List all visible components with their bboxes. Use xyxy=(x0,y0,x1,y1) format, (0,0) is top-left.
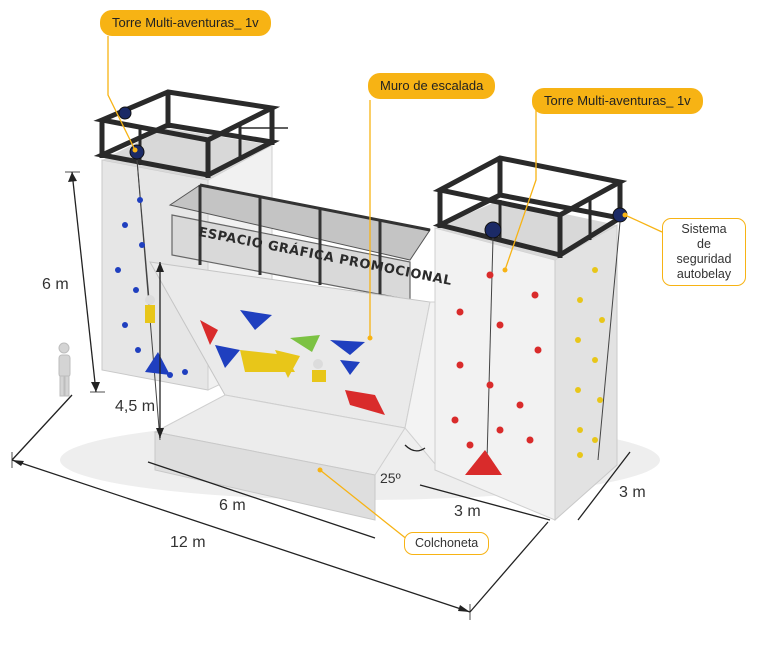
callout-tower-left: Torre Multi-aventuras_ 1v xyxy=(100,10,271,36)
dim-height-wall: 4,5 m xyxy=(115,398,156,415)
dim-total-length: 12 m xyxy=(170,534,206,551)
callout-mat: Colchoneta xyxy=(404,532,490,555)
holds-right-tower xyxy=(451,271,542,475)
holds-center-wall xyxy=(200,310,385,415)
dimension-lines xyxy=(11,171,631,620)
mat xyxy=(153,394,406,521)
callout-leaders xyxy=(107,36,663,541)
dim-mat-width: 6 m xyxy=(219,497,246,514)
autobelay-devices xyxy=(118,106,628,239)
callout-climbing-wall: Muro de escalada xyxy=(368,73,496,99)
callout-autobelay: Sistema de seguridad autobelay xyxy=(662,218,746,286)
center-frame xyxy=(168,183,431,301)
holds-right-side xyxy=(575,267,605,458)
left-tower-frame xyxy=(93,89,281,178)
climber-figures xyxy=(145,295,326,382)
holds-left-tower xyxy=(115,197,188,378)
dim-right-width: 3 m xyxy=(619,484,646,501)
callout-dots xyxy=(132,147,628,473)
dim-angle: 25º xyxy=(380,470,401,486)
dim-height-tower: 6 m xyxy=(42,276,69,293)
dim-right-depth: 3 m xyxy=(454,503,481,520)
person-figure xyxy=(58,342,71,397)
callout-tower-right: Torre Multi-aventuras_ 1v xyxy=(532,88,703,114)
dimension-ticks xyxy=(12,172,470,612)
